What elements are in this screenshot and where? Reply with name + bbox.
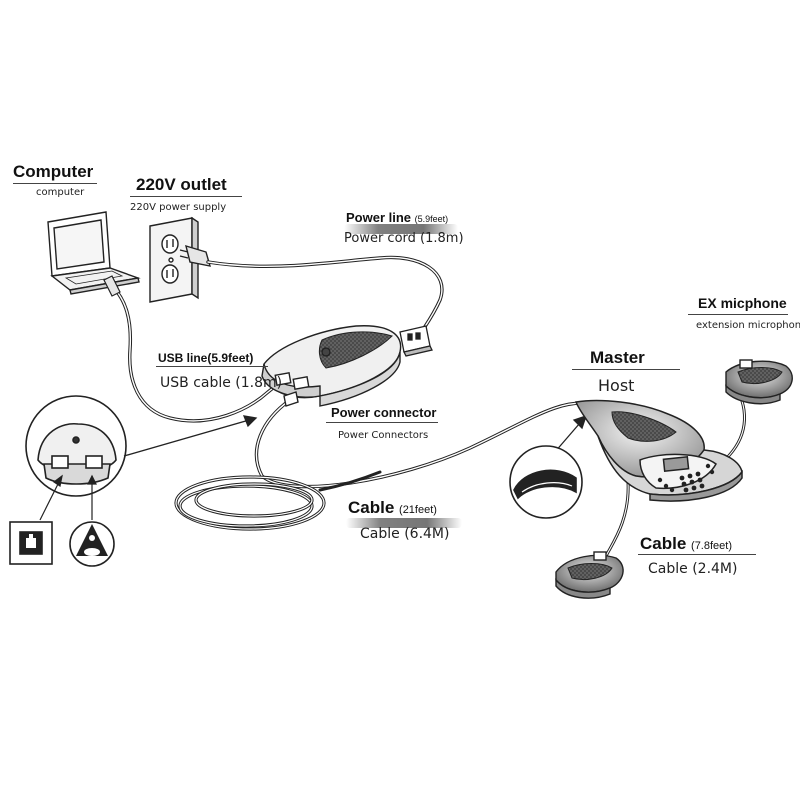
- main-cable-caption: Cable (6.4M): [360, 526, 450, 542]
- mic-cable-label: Cable (7.8feet): [640, 535, 732, 552]
- ethernet-port-icon: [9, 521, 53, 565]
- ex-mic-caption: extension microphone: [696, 320, 800, 331]
- master-caption: Host: [598, 376, 635, 395]
- master-phone-icon: [574, 399, 743, 502]
- computer-label-rule: [13, 183, 97, 184]
- usb-line-rule: [156, 366, 268, 367]
- usb-line-caption: USB cable (1.8m): [160, 375, 283, 391]
- connection-hub-icon: [261, 325, 402, 407]
- extension-mic-top-icon: [725, 359, 793, 405]
- power-connector-label: Power connector: [331, 405, 437, 420]
- power-line-length: (5.9feet): [414, 214, 449, 224]
- mic-cable-rule: [638, 554, 756, 555]
- mic-cable-caption: Cable (2.4M): [648, 561, 738, 577]
- wall-outlet-icon: [149, 216, 211, 303]
- usb-line-label: USB line(5.9feet): [158, 351, 254, 365]
- mic-cable-length: (7.8feet): [691, 540, 732, 552]
- cables: [110, 255, 746, 558]
- power-connector-rule: [326, 422, 438, 423]
- outlet-label: 220V outlet: [136, 175, 227, 194]
- power-line-caption: Power cord (1.8m): [344, 231, 464, 246]
- power-connector-caption: Power Connectors: [338, 430, 429, 441]
- main-cable-shade: [346, 518, 462, 528]
- ex-mic-rule: [688, 314, 788, 315]
- outlet-caption: 220V power supply: [130, 202, 227, 213]
- keypad-buttons: [657, 463, 715, 493]
- mic-cable-title: Cable: [640, 534, 687, 553]
- conference-phone-icon: [69, 521, 115, 567]
- detail-arrow: [123, 415, 258, 457]
- power-line-title: Power line: [346, 210, 412, 225]
- power-brick-icon: [399, 325, 433, 357]
- computer-label: Computer: [13, 162, 94, 181]
- main-cable-label: Cable (21feet): [348, 499, 437, 516]
- power-line-shade: [344, 224, 458, 234]
- master-label: Master: [590, 348, 645, 367]
- master-label-rule: [572, 369, 680, 370]
- computer-caption: computer: [36, 187, 85, 198]
- usb-plug-icon: [103, 275, 121, 297]
- extension-mic-bottom-icon: [555, 551, 624, 599]
- port-pointer-arrows: [39, 474, 97, 521]
- cable-connector-detail: [509, 445, 583, 519]
- laptop-icon: [47, 211, 141, 295]
- power-line-label: Power line (5.9feet): [346, 211, 448, 224]
- ex-mic-label: EX micphone: [698, 295, 787, 311]
- port-detail-circle: [25, 395, 127, 497]
- outlet-label-rule: [130, 196, 242, 197]
- main-cable-title: Cable: [348, 498, 395, 517]
- main-cable-length: (21feet): [399, 504, 437, 516]
